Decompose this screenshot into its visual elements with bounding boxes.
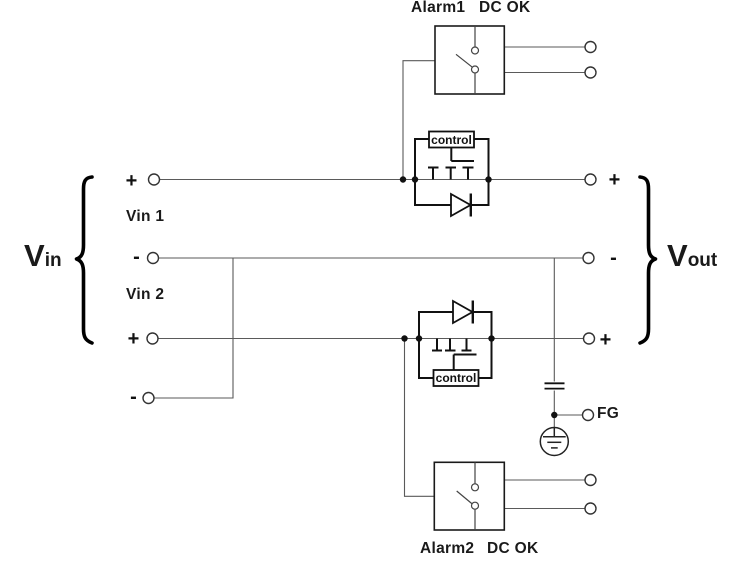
terminal-alarm1-b	[584, 66, 597, 79]
terminal-alarm2-a	[584, 473, 597, 487]
fg-label: FG	[597, 404, 620, 422]
vin1-minus-sign: -	[133, 246, 140, 268]
terminals	[142, 40, 597, 515]
bus-wires	[154, 46, 585, 510]
vin-group-label: Vin	[24, 240, 62, 271]
relay-switch-icon	[456, 462, 480, 530]
control2-label: control	[435, 371, 477, 385]
terminal-fg	[581, 408, 595, 422]
alarm2-tap-wire	[403, 338, 435, 497]
terminal-vin2-minus	[142, 391, 155, 405]
control1-left-wire	[414, 138, 429, 180]
alarm1-tap-wire	[402, 60, 435, 180]
vout-minus-sign: -	[610, 247, 617, 269]
capacitor-icon	[544, 382, 565, 390]
terminal-vin2-plus	[146, 332, 159, 345]
terminal-vout-minus	[582, 251, 595, 265]
alarm1-status: DC OK	[479, 0, 531, 16]
diode-icon	[418, 299, 493, 339]
alarm1-relay	[434, 25, 506, 95]
vin2-minus-sign: -	[130, 386, 137, 408]
terminal-vout-plus-2	[582, 332, 596, 345]
junction-dots	[399, 176, 558, 419]
vin2-plus-sign: +	[127, 327, 140, 350]
vin-sub: in	[44, 250, 62, 271]
vout-sub: out	[687, 250, 718, 271]
relay-switch-icon	[455, 26, 480, 94]
orring-stage-2	[418, 299, 493, 387]
vout-main: V	[667, 238, 688, 273]
vout-brace	[638, 175, 658, 345]
terminal-vout-plus-1	[584, 173, 597, 186]
vin-brace	[74, 175, 94, 345]
terminal-vin1-minus	[146, 251, 160, 265]
orring-stage-1	[414, 130, 490, 218]
control2-box	[432, 369, 480, 387]
terminal-alarm2-b	[584, 502, 597, 515]
vin1-label: Vin 1	[126, 208, 165, 225]
mosfet-icon	[432, 338, 477, 370]
vin-main: V	[24, 238, 45, 273]
control2-left-wire	[418, 338, 434, 379]
control2-right-wire	[478, 338, 493, 379]
mosfet-icon	[428, 147, 474, 180]
vin2-label: Vin 2	[126, 286, 165, 303]
vin1-plus-sign: +	[125, 170, 138, 192]
vout-plus-bottom-sign: +	[599, 328, 612, 351]
vout-group-label: Vout	[667, 240, 717, 271]
alarm2-box	[433, 461, 506, 531]
vout-plus-top-sign: +	[608, 169, 621, 191]
diode-icon	[414, 179, 490, 218]
control1-label: control	[431, 132, 472, 147]
vin2-minus-wire	[154, 258, 234, 399]
alarm1-label: Alarm1	[411, 0, 466, 16]
control1-right-wire	[474, 138, 490, 180]
alarm2-status: DC OK	[487, 539, 539, 557]
alarm1-box	[434, 25, 506, 95]
alarm2-label: Alarm2	[420, 539, 475, 557]
alarm2-relay	[433, 461, 506, 531]
terminal-alarm1-a	[584, 40, 597, 54]
earth-ground-icon	[539, 426, 570, 457]
terminal-vin1-plus	[147, 173, 161, 186]
